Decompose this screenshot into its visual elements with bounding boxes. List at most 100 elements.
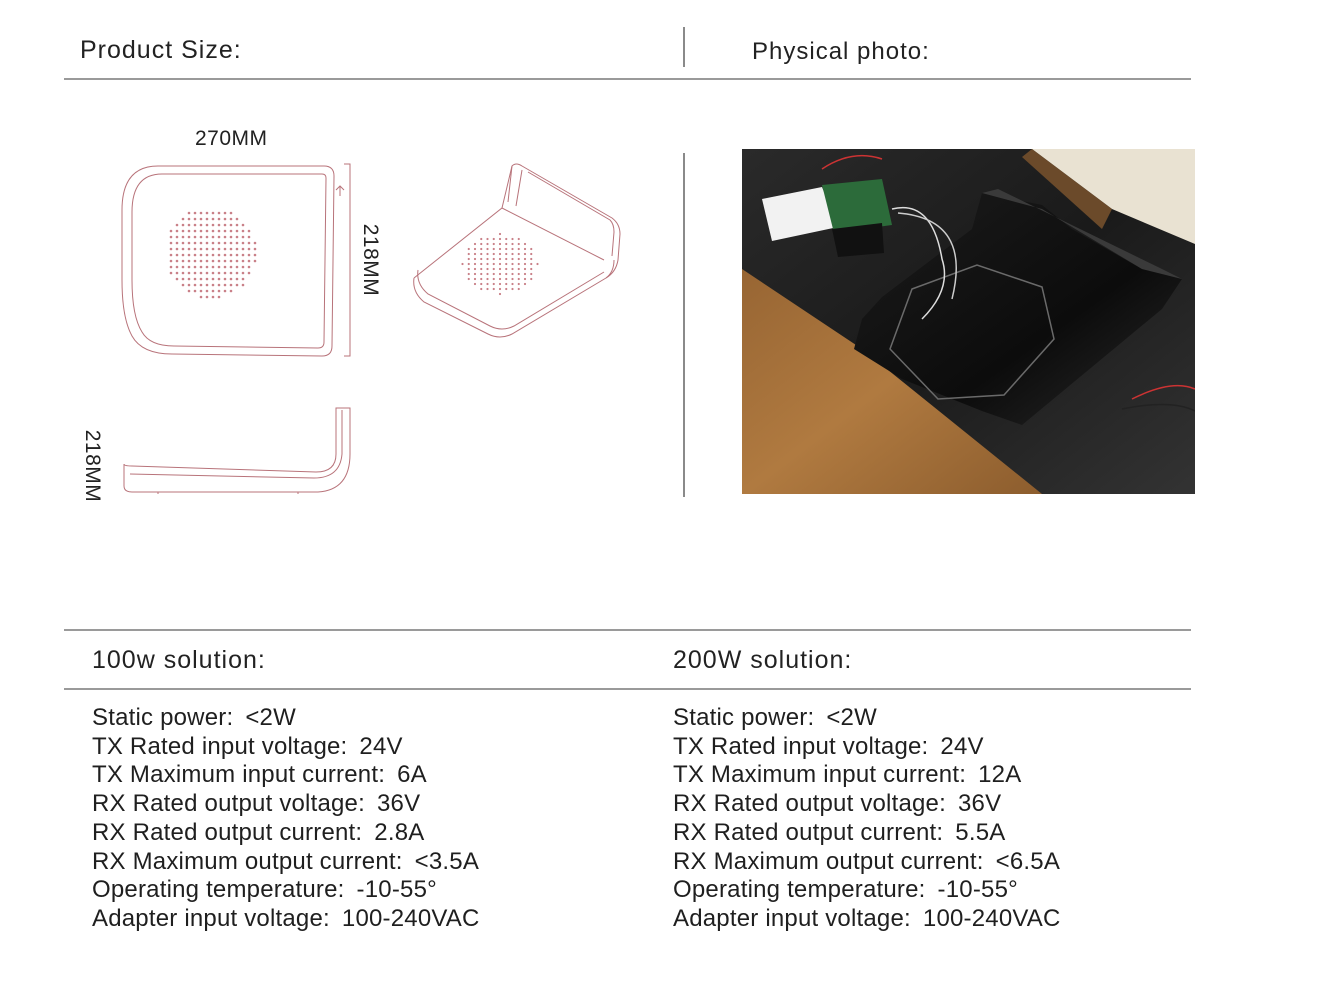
coil-dot	[193, 247, 197, 251]
coil-dot	[199, 253, 203, 257]
coil-dot	[486, 247, 489, 251]
coil-dot	[536, 262, 539, 266]
coil-dot	[511, 272, 514, 276]
coil-dot	[229, 259, 233, 263]
coil-dot	[235, 235, 239, 239]
spec-value: 24V	[940, 732, 984, 760]
coil-dot	[511, 262, 514, 266]
coil-dot	[205, 283, 209, 287]
coil-dot	[235, 271, 239, 275]
coil-dot	[199, 223, 203, 227]
coil-dot	[492, 257, 495, 261]
coil-dot	[467, 262, 470, 266]
coil-dot	[517, 277, 520, 281]
coil-dot	[461, 262, 464, 266]
coil-dot	[205, 229, 209, 233]
coil-dot	[199, 229, 203, 233]
coil-dot	[193, 283, 197, 287]
coil-dot	[498, 267, 502, 271]
coil-dot	[480, 267, 483, 271]
coil-dot	[530, 272, 533, 276]
coil-dot	[211, 229, 215, 233]
coil-dot	[169, 253, 173, 257]
coil-dot	[211, 235, 215, 239]
coil-dot	[505, 282, 508, 286]
coil-dot	[247, 253, 251, 257]
physical-photo-heading: Physical photo:	[752, 38, 930, 65]
coil-dot	[169, 271, 173, 275]
coil-dot	[480, 282, 483, 286]
coil-dot	[175, 277, 179, 281]
spec-row: RX Rated output voltage:36V	[673, 790, 1061, 819]
coil-dot	[511, 267, 514, 271]
coil-dot	[480, 287, 483, 291]
coil-dot	[175, 259, 179, 263]
coil-dot	[511, 252, 514, 256]
coil-dot	[217, 253, 221, 257]
coil-dot	[199, 277, 203, 281]
coil-dot	[223, 265, 227, 269]
spec-value: 2.8A	[374, 818, 425, 846]
coil-dot	[530, 262, 533, 266]
spec-value: <2W	[826, 704, 877, 731]
coil-dot	[187, 253, 191, 257]
coil-dot	[517, 247, 520, 251]
spec-value: 24V	[359, 732, 403, 760]
coil-dot	[517, 272, 520, 276]
coil-dot	[199, 295, 203, 299]
coil-dot	[217, 235, 221, 239]
coil-dot	[486, 252, 489, 256]
product-size-heading: Product Size:	[80, 36, 242, 64]
coil-dot	[480, 242, 483, 246]
coil-dot	[517, 267, 520, 271]
coil-dot	[199, 235, 203, 239]
side-view-drawing	[123, 407, 351, 494]
coil-dot	[193, 289, 197, 293]
spec-value: -10-55°	[356, 876, 437, 904]
coil-dot	[217, 211, 221, 215]
coil-dot	[498, 257, 502, 261]
coil-dot	[247, 271, 251, 275]
spec-value: 100-240VAC	[922, 904, 1061, 932]
coil-dot	[473, 267, 477, 271]
coil-dot	[247, 235, 251, 239]
coil-dot	[175, 271, 179, 275]
coil-dot	[467, 247, 470, 251]
coil-dot	[193, 229, 197, 233]
coil-dot	[241, 271, 245, 275]
coil-dot	[223, 241, 227, 245]
solutions-top-rule	[64, 629, 1191, 631]
coil-dot	[505, 272, 508, 276]
coil-dot	[480, 277, 483, 281]
coil-dot	[217, 265, 221, 269]
coil-dot	[523, 277, 527, 281]
spec-label: TX Rated input voltage:	[92, 732, 348, 760]
coil-dot	[211, 283, 215, 287]
height-dimension-label: 218MM	[81, 429, 104, 503]
spec-label: Adapter input voltage:	[92, 904, 330, 932]
spec-label: RX Maximum output current:	[92, 847, 403, 875]
coil-dot	[511, 257, 514, 261]
coil-dot	[187, 277, 191, 281]
coil-dot	[505, 257, 508, 261]
coil-dot	[205, 247, 209, 251]
spec-label: TX Rated input voltage:	[673, 732, 929, 760]
spec-label: RX Rated output current:	[92, 818, 363, 846]
coil-dot	[241, 259, 245, 263]
top-view-drawing	[121, 163, 351, 357]
coil-dot	[217, 229, 221, 233]
coil-dot	[498, 287, 502, 291]
coil-dot	[492, 247, 495, 251]
coil-dot	[229, 283, 233, 287]
coil-dot	[229, 211, 233, 215]
coil-dot	[217, 277, 221, 281]
coil-dot	[467, 277, 470, 281]
coil-dot	[241, 283, 245, 287]
coil-dot	[223, 283, 227, 287]
coil-dot	[217, 295, 221, 299]
coil-dot	[235, 223, 239, 227]
coil-dot	[523, 247, 527, 251]
coil-dot	[523, 242, 527, 246]
coil-dot	[235, 241, 239, 245]
coil-dot	[229, 271, 233, 275]
